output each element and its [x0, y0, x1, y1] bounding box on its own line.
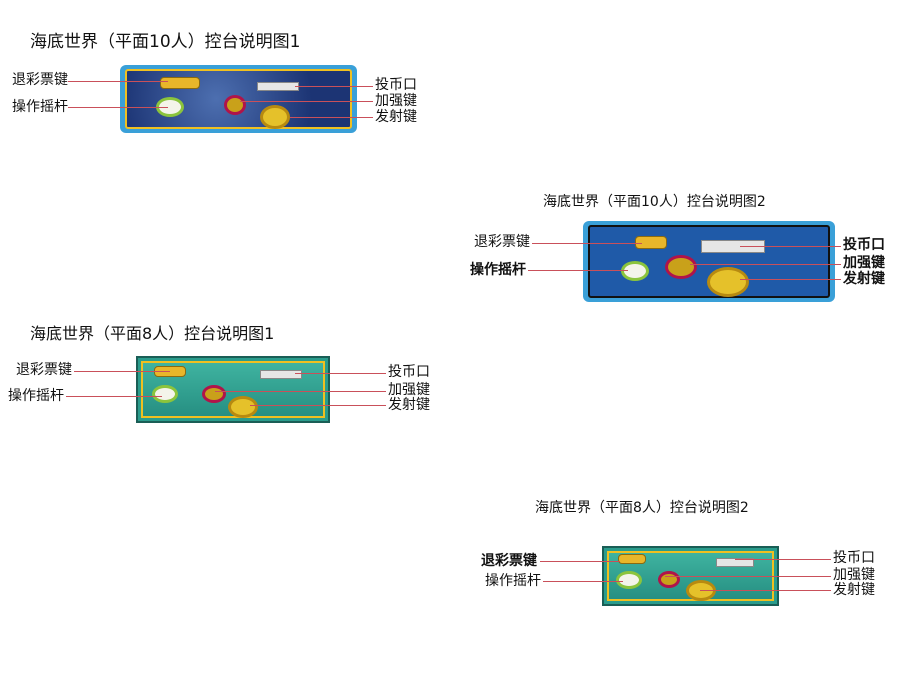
label-fire: 发射键 — [388, 397, 430, 413]
label-joystick: 操作摇杆 — [12, 99, 68, 115]
ticket-button — [160, 77, 200, 89]
leader-line — [532, 243, 642, 244]
panel-title: 海底世界（平面8人）控台说明图2 — [535, 500, 749, 516]
label-ticket: 退彩票键 — [481, 553, 537, 569]
label-joystick: 操作摇杆 — [8, 388, 64, 404]
leader-line — [700, 590, 831, 591]
joystick — [621, 261, 649, 281]
label-coin: 投币口 — [388, 364, 430, 380]
leader-line — [540, 561, 620, 562]
leader-line — [250, 405, 386, 406]
label-ticket: 退彩票键 — [474, 234, 530, 250]
label-ticket: 退彩票键 — [12, 72, 68, 88]
fire-button — [228, 396, 258, 418]
leader-line — [735, 559, 831, 560]
leader-line — [68, 107, 168, 108]
ticket-button — [635, 236, 667, 249]
label-fire: 发射键 — [833, 582, 875, 598]
fire-button — [707, 267, 749, 297]
leader-line — [68, 81, 168, 82]
panel-title: 海底世界（平面10人）控台说明图2 — [543, 194, 766, 210]
leader-line — [290, 117, 373, 118]
boost-button — [665, 255, 697, 279]
console-image — [583, 221, 835, 302]
label-boost: 加强键 — [833, 567, 875, 583]
leader-line — [240, 101, 373, 102]
coin-slot — [257, 82, 299, 91]
boost-button — [658, 571, 680, 588]
joystick — [152, 385, 178, 403]
label-joystick: 操作摇杆 — [485, 573, 541, 589]
panel-title: 海底世界（平面8人）控台说明图1 — [30, 324, 275, 343]
label-boost: 加强键 — [843, 255, 885, 271]
ticket-button — [618, 554, 646, 564]
leader-line — [215, 391, 386, 392]
leader-line — [740, 279, 841, 280]
boost-button — [224, 95, 246, 115]
leader-line — [543, 581, 623, 582]
console-image — [120, 65, 357, 133]
coin-slot — [260, 370, 302, 379]
label-coin: 投币口 — [843, 237, 885, 253]
label-coin: 投币口 — [375, 77, 417, 93]
leader-line — [295, 86, 373, 87]
leader-line — [740, 246, 841, 247]
leader-line — [295, 373, 386, 374]
label-ticket: 退彩票键 — [16, 362, 72, 378]
panel-title: 海底世界（平面10人）控台说明图1 — [30, 32, 301, 52]
leader-line — [528, 270, 628, 271]
boost-button — [202, 385, 226, 403]
coin-slot — [716, 558, 754, 567]
leader-line — [665, 576, 831, 577]
leader-line — [66, 396, 162, 397]
label-coin: 投币口 — [833, 550, 875, 566]
label-joystick: 操作摇杆 — [470, 262, 526, 278]
fire-button — [260, 105, 290, 129]
leader-line — [690, 264, 841, 265]
leader-line — [74, 371, 170, 372]
label-fire: 发射键 — [375, 109, 417, 125]
label-fire: 发射键 — [843, 271, 885, 287]
label-boost: 加强键 — [388, 382, 430, 398]
label-boost: 加强键 — [375, 93, 417, 109]
console-image — [136, 356, 330, 423]
joystick — [616, 571, 642, 589]
